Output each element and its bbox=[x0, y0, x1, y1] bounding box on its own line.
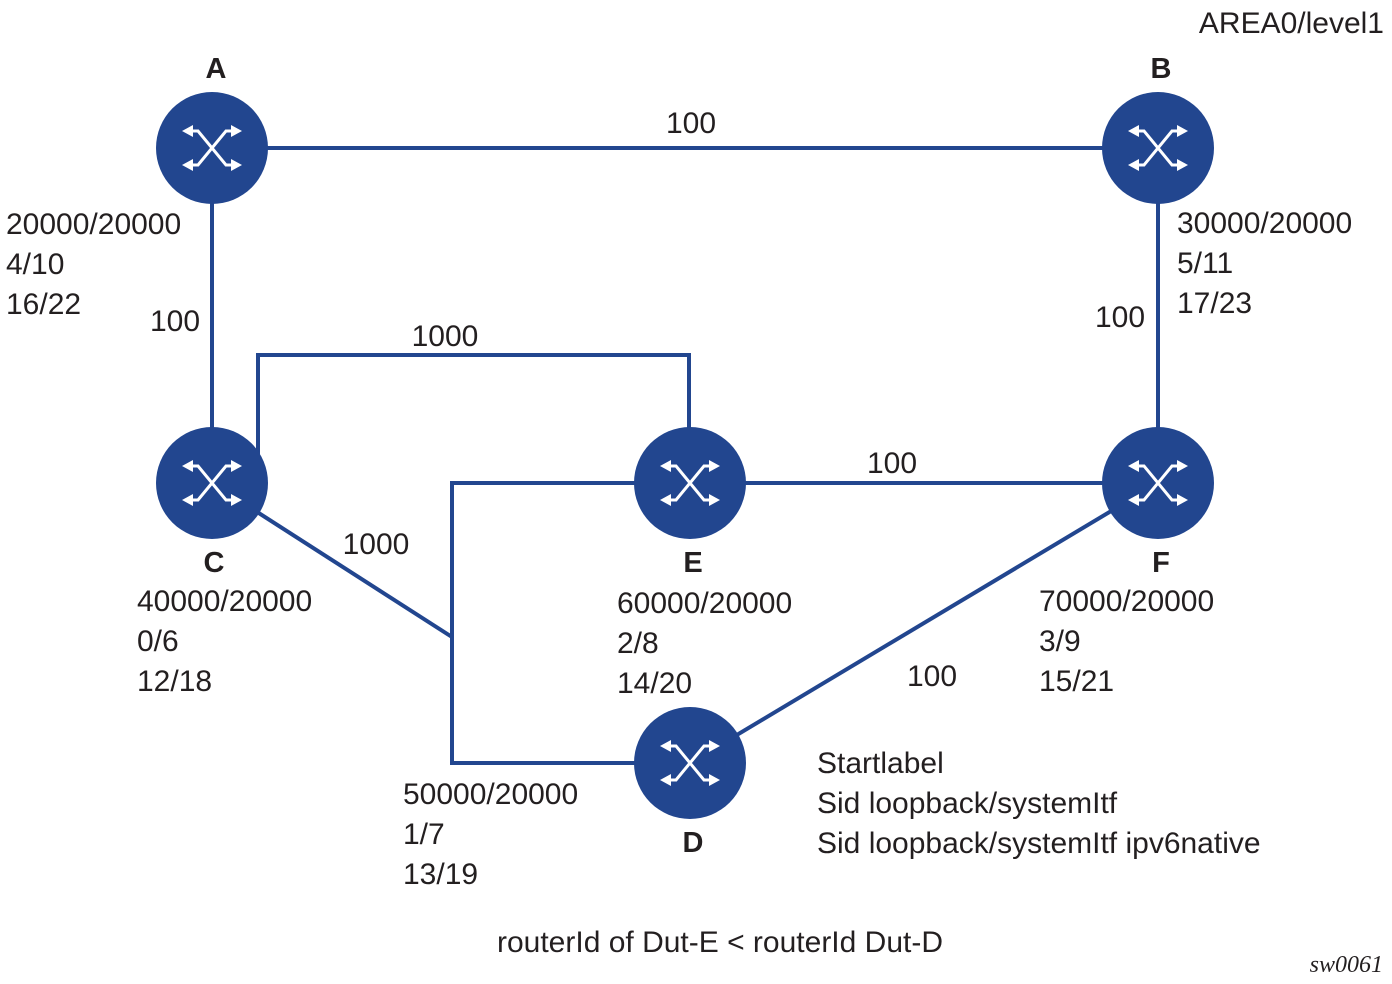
node-info-f: 70000/20000 3/9 15/21 bbox=[1039, 585, 1214, 698]
arrowhead-icon bbox=[182, 125, 193, 137]
arrowhead-icon bbox=[709, 774, 720, 786]
arrowhead-icon bbox=[231, 494, 242, 506]
router-node-e bbox=[634, 427, 746, 539]
router-switch-icon bbox=[660, 740, 720, 786]
node-label-d: D bbox=[683, 827, 704, 859]
link-e-d bbox=[450, 481, 690, 765]
node-c-info-line: 0/6 bbox=[137, 625, 179, 658]
legend-line: Startlabel bbox=[817, 747, 944, 780]
arrowhead-icon bbox=[231, 460, 242, 472]
legend: Startlabel Sid loopback/systemItf Sid lo… bbox=[817, 747, 1261, 860]
router-node-c bbox=[156, 427, 268, 539]
router-node-b bbox=[1102, 92, 1214, 204]
router-switch-icon bbox=[1128, 125, 1188, 171]
metric-e-f: 100 bbox=[867, 447, 917, 480]
legend-line: Sid loopback/systemItf bbox=[817, 787, 1118, 820]
arrowhead-icon bbox=[709, 740, 720, 752]
arrowhead-icon bbox=[1128, 494, 1139, 506]
node-a-info-line: 16/22 bbox=[6, 288, 81, 321]
node-f-info-line: 70000/20000 bbox=[1039, 585, 1214, 618]
node-label-f: F bbox=[1152, 547, 1170, 579]
metric-c-d: 1000 bbox=[343, 528, 410, 561]
node-f-info-line: 15/21 bbox=[1039, 665, 1114, 698]
node-label-a: A bbox=[206, 53, 227, 85]
metric-b-f: 100 bbox=[1095, 301, 1145, 334]
metric-f-d: 100 bbox=[907, 660, 957, 693]
router-node-d bbox=[634, 707, 746, 819]
node-a-info-line: 20000/20000 bbox=[6, 208, 181, 241]
router-switch-icon bbox=[182, 460, 242, 506]
link-f-d bbox=[688, 481, 1160, 765]
node-labels: A B C E F D bbox=[204, 53, 1172, 859]
arrowhead-icon bbox=[709, 460, 720, 472]
node-b-info-line: 5/11 bbox=[1177, 247, 1233, 280]
link-metrics: 100 100 100 1000 100 1000 100 bbox=[150, 107, 1145, 693]
arrowhead-icon bbox=[1177, 159, 1188, 171]
router-switch-icon bbox=[182, 125, 242, 171]
router-switch-icon bbox=[660, 460, 720, 506]
arrowhead-icon bbox=[1177, 125, 1188, 137]
node-info-d: 50000/20000 1/7 13/19 bbox=[403, 778, 578, 891]
node-label-c: C bbox=[204, 547, 225, 579]
footnote: routerId of Dut-E < routerId Dut-D bbox=[497, 926, 943, 959]
arrowhead-icon bbox=[231, 125, 242, 137]
arrowhead-icon bbox=[709, 494, 720, 506]
metric-a-b: 100 bbox=[666, 107, 716, 140]
metric-a-c: 100 bbox=[150, 305, 200, 338]
arrowhead-icon bbox=[182, 159, 193, 171]
arrowhead-icon bbox=[660, 740, 671, 752]
node-b-info-line: 30000/20000 bbox=[1177, 207, 1352, 240]
nodes bbox=[156, 92, 1214, 819]
legend-line: Sid loopback/systemItf ipv6native bbox=[817, 827, 1261, 860]
area-title: AREA0/level1 bbox=[1199, 7, 1384, 40]
node-d-info-line: 13/19 bbox=[403, 858, 478, 891]
router-switch-icon bbox=[1128, 460, 1188, 506]
arrowhead-icon bbox=[1128, 460, 1139, 472]
arrowhead-icon bbox=[1177, 494, 1188, 506]
node-a-info-line: 4/10 bbox=[6, 248, 64, 281]
node-label-e: E bbox=[683, 547, 702, 579]
node-c-info-line: 40000/20000 bbox=[137, 585, 312, 618]
router-node-f bbox=[1102, 427, 1214, 539]
arrowhead-icon bbox=[660, 460, 671, 472]
node-b-info-line: 17/23 bbox=[1177, 287, 1252, 320]
figure-id: sw0061 bbox=[1310, 952, 1383, 978]
arrowhead-icon bbox=[231, 159, 242, 171]
router-node-a bbox=[156, 92, 268, 204]
node-f-info-line: 3/9 bbox=[1039, 625, 1081, 658]
arrowhead-icon bbox=[660, 774, 671, 786]
arrowhead-icon bbox=[1177, 460, 1188, 472]
arrowhead-icon bbox=[1128, 125, 1139, 137]
metric-c-e: 1000 bbox=[412, 320, 479, 353]
node-e-info-line: 2/8 bbox=[617, 627, 659, 660]
node-info-e: 60000/20000 2/8 14/20 bbox=[617, 587, 792, 700]
node-info-a: 20000/20000 4/10 16/22 bbox=[6, 208, 181, 321]
arrowhead-icon bbox=[1128, 159, 1139, 171]
arrowhead-icon bbox=[182, 460, 193, 472]
link-c-e bbox=[256, 353, 691, 460]
node-e-info-line: 14/20 bbox=[617, 667, 692, 700]
node-d-info-line: 1/7 bbox=[403, 818, 445, 851]
arrowhead-icon bbox=[660, 494, 671, 506]
node-e-info-line: 60000/20000 bbox=[617, 587, 792, 620]
node-info-c: 40000/20000 0/6 12/18 bbox=[137, 585, 312, 698]
node-info-b: 30000/20000 5/11 17/23 bbox=[1177, 207, 1352, 320]
node-d-info-line: 50000/20000 bbox=[403, 778, 578, 811]
node-label-b: B bbox=[1151, 53, 1172, 85]
node-c-info-line: 12/18 bbox=[137, 665, 212, 698]
arrowhead-icon bbox=[182, 494, 193, 506]
